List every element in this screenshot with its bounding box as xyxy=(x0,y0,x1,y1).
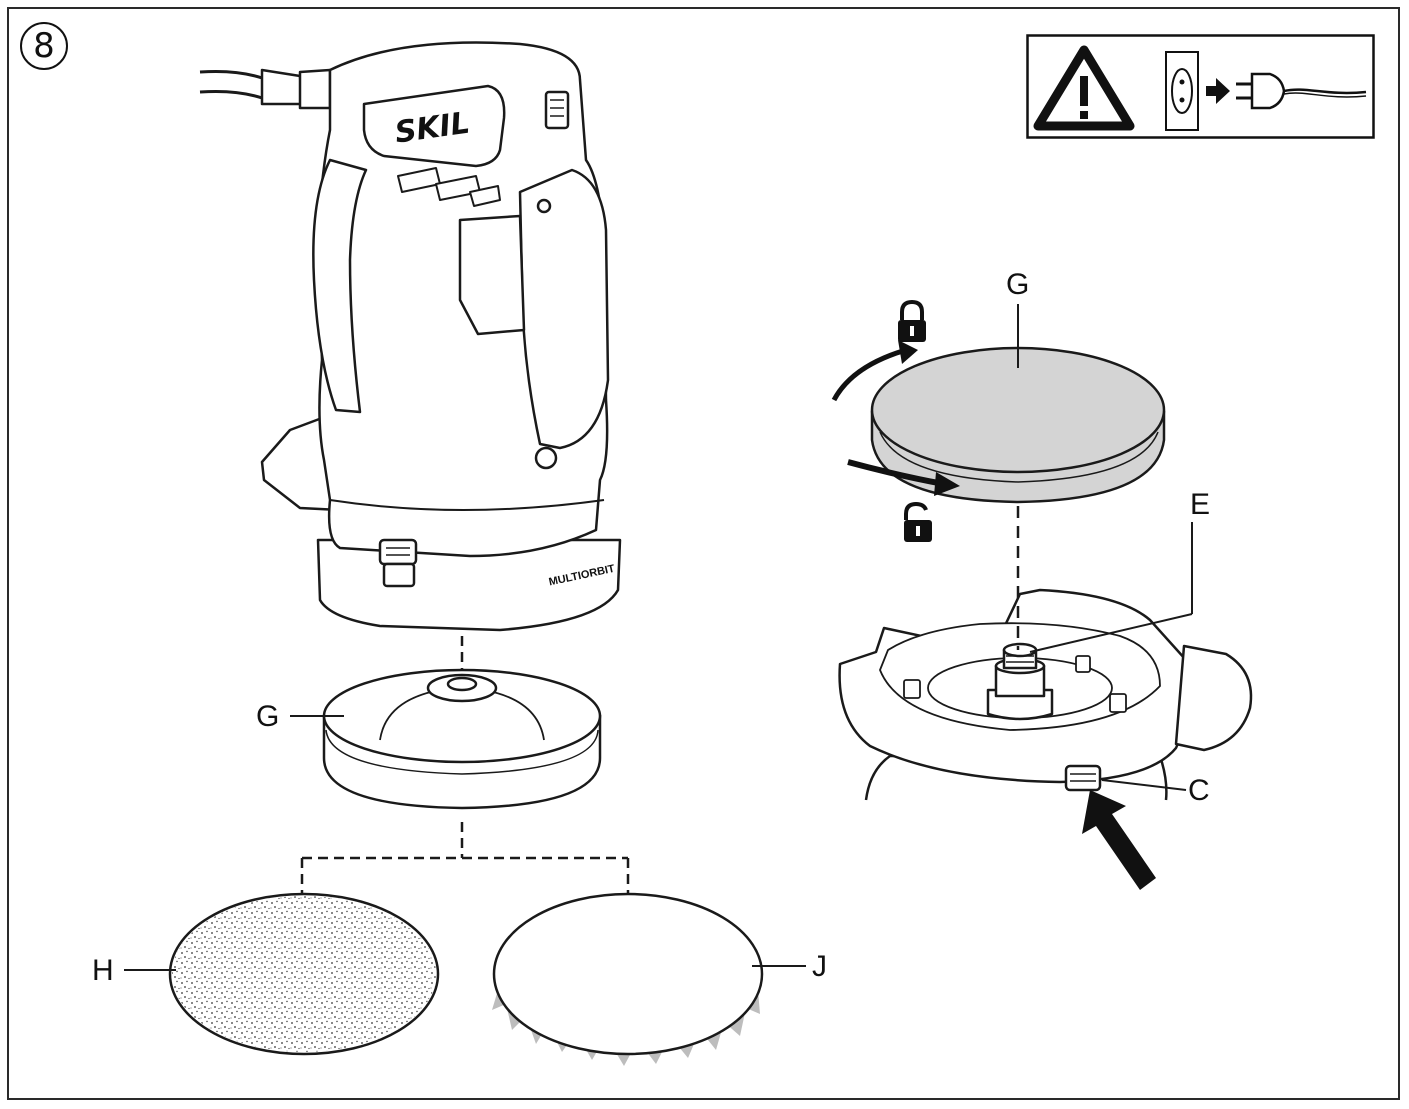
callout-h: H xyxy=(92,954,114,987)
lock-open-icon xyxy=(904,501,932,542)
callout-e: E xyxy=(1190,488,1211,521)
lock-closed-icon xyxy=(898,299,926,342)
rotate-arrow-icon xyxy=(831,340,960,496)
step-number: 8 xyxy=(33,26,55,66)
sanding-disc xyxy=(168,892,440,1056)
warning-panel xyxy=(1026,34,1375,139)
figure-frame xyxy=(7,7,1400,1100)
sander-tool xyxy=(199,41,622,632)
wall-socket-icon xyxy=(1165,51,1199,131)
arrow-right-icon xyxy=(1206,78,1230,104)
callout-c: C xyxy=(1188,774,1210,807)
push-arrow-icon xyxy=(1082,790,1156,890)
callout-j: J xyxy=(812,950,827,983)
power-plug-icon xyxy=(1236,72,1367,110)
polishing-bonnet xyxy=(492,892,764,1066)
step-number-badge: 8 xyxy=(20,22,68,70)
callout-leaders xyxy=(124,304,1193,971)
callout-g-right: G xyxy=(1006,268,1030,301)
backing-pad-left xyxy=(322,668,602,810)
callout-g-left: G xyxy=(256,700,280,733)
dust-hood xyxy=(838,588,1253,801)
warning-triangle-icon xyxy=(1033,45,1135,131)
